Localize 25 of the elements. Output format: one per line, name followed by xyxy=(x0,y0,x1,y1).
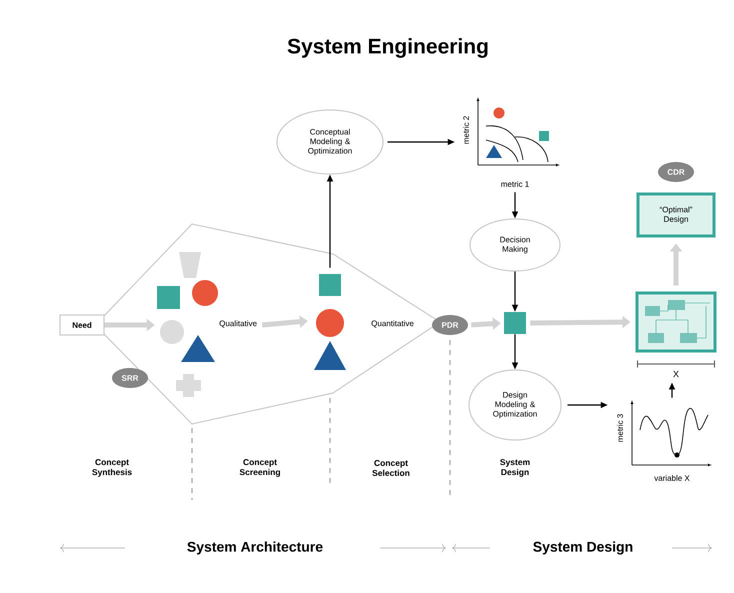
review-badge: SRR xyxy=(112,368,148,388)
beside-label: Quantitative xyxy=(372,320,414,328)
pareto-chart-drawing xyxy=(476,98,559,166)
need-box: Need xyxy=(60,314,104,336)
beside-label: metric 2 xyxy=(463,116,469,144)
stage-label: Concept Screening xyxy=(240,459,280,477)
layout-drawing xyxy=(636,292,716,352)
stage-label: Concept Synthesis xyxy=(92,459,132,477)
stage-label: Concept Selection xyxy=(372,460,410,476)
phase-label: System Design xyxy=(533,541,632,555)
review-badge: CDR xyxy=(658,162,694,182)
design-box: “Optimal” Design xyxy=(636,192,716,238)
review-badge: PDR xyxy=(432,315,468,335)
beside-label: X xyxy=(673,370,679,378)
stage-label: System Design xyxy=(500,459,530,477)
phase-label: System Architecture xyxy=(187,541,323,555)
landscape-chart-drawing xyxy=(630,401,711,466)
beside-label: variable X xyxy=(654,475,690,481)
design-square xyxy=(504,312,526,334)
beside-label: metric 1 xyxy=(501,181,529,187)
shape-cluster-drawing xyxy=(314,274,346,370)
shape-cluster-drawing xyxy=(157,252,218,397)
beside-label: metric 3 xyxy=(617,414,623,442)
beside-label: Qualitative xyxy=(220,320,257,328)
title: System Engineering xyxy=(288,38,488,58)
